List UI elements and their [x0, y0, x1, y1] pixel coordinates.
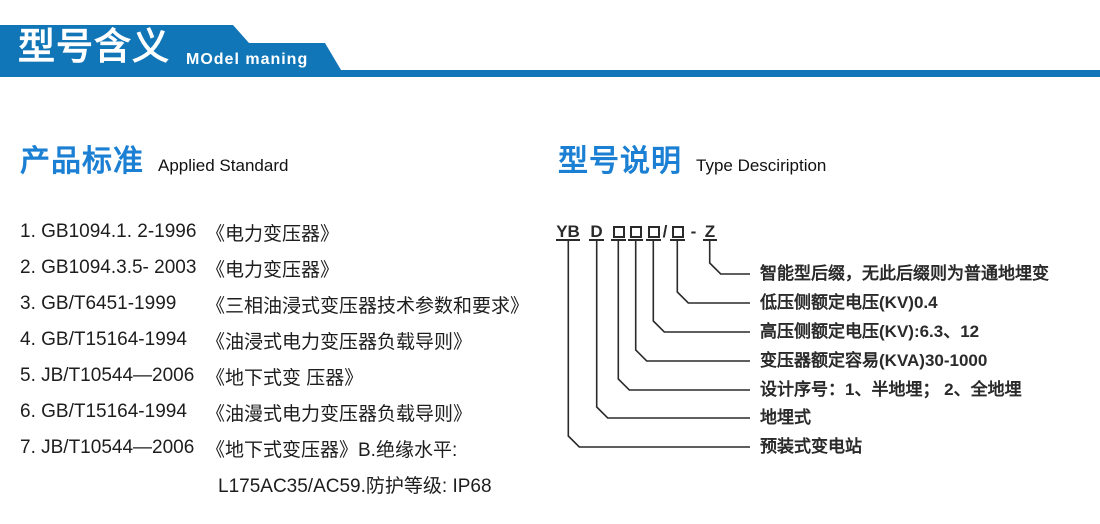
standard-title: 《地下式变压器》B.绝缘水平: — [206, 439, 458, 461]
standard-item: 1. GB1094.1. 2-1996 《电力变压器》 — [20, 214, 540, 250]
model-heading: 型号说明 Type Desciription — [558, 136, 826, 180]
code-box-icon — [647, 226, 660, 238]
standard-item-continuation: L175AC35/AC59.防护等级: IP68 — [20, 466, 540, 502]
code-d-text: D — [590, 222, 603, 241]
page-subtitle: MOdel maning — [186, 51, 309, 68]
standard-title-line2: L175AC35/AC59.防护等级: IP68 — [218, 475, 492, 497]
code-dash-text: - — [690, 222, 697, 241]
code-segment-box4 — [670, 223, 685, 241]
code-label-prefab-substation: 预装式变电站 — [760, 437, 862, 456]
code-box-icon — [671, 226, 684, 238]
standard-item: 3. GB/T6451-1999 《三相油浸式变压器技术参数和要求》 — [20, 286, 540, 322]
code-box-icon — [612, 226, 625, 238]
code-z-text: Z — [704, 222, 716, 241]
model-heading-en: Type Desciription — [696, 156, 827, 175]
standards-heading-en: Applied Standard — [158, 156, 289, 175]
code-segment-slash: / — [660, 222, 670, 241]
code-segment-box1 — [611, 223, 626, 241]
page-title: 型号含义 — [18, 26, 170, 67]
code-segment-box2 — [628, 223, 643, 241]
header-banner: 型号含义 MOdel maning — [0, 25, 1100, 77]
standard-title: 《电力变压器》 — [206, 223, 340, 245]
model-code-diagram: YB D / - Z 智能型后缀，无此后缀则为普通地埋变 低压侧额定电压(KV)… — [540, 210, 1100, 490]
standard-title: 《电力变压器》 — [206, 259, 340, 281]
standard-item: 5. JB/T10544—2006 《地下式变 压器》 — [20, 358, 540, 394]
diagram-connector-lines — [567, 241, 750, 448]
code-segment-z: Z — [703, 223, 717, 241]
standard-code: 1. GB1094.1. 2-1996 — [20, 221, 197, 242]
code-segment-yb: YB — [556, 223, 580, 241]
code-label-design-serial: 设计序号：1、半地埋； 2、全地埋 — [760, 380, 1022, 399]
code-label-capacity: 变压器额定容易(KVA)30-1000 — [760, 351, 988, 370]
code-box-icon — [629, 226, 642, 238]
standard-title: 《油浸式电力变压器负载导则》 — [206, 331, 473, 353]
code-label-hv-voltage: 高压侧额定电压(KV):6.3、12 — [760, 322, 980, 341]
code-segment-box3 — [646, 223, 661, 241]
standard-code: 4. GB/T15164-1994 — [20, 329, 187, 350]
standard-item: 4. GB/T15164-1994 《油浸式电力变压器负载导则》 — [20, 322, 540, 358]
standard-item: 2. GB1094.3.5- 2003 《电力变压器》 — [20, 250, 540, 286]
standards-heading-zh: 产品标准 — [20, 145, 144, 178]
standard-item: 6. GB/T15164-1994 《油漫式电力变压器负载导则》 — [20, 394, 540, 430]
standard-code: 3. GB/T6451-1999 — [20, 293, 177, 314]
standards-list: 1. GB1094.1. 2-1996 《电力变压器》 2. GB1094.3.… — [20, 214, 540, 502]
code-slash-text: / — [662, 222, 668, 241]
model-heading-zh: 型号说明 — [558, 145, 682, 178]
standard-code: 2. GB1094.3.5- 2003 — [20, 257, 197, 278]
standard-code: 5. JB/T10544—2006 — [20, 365, 195, 386]
standard-item: 7. JB/T10544—2006 《地下式变压器》B.绝缘水平: — [20, 430, 540, 466]
standard-title: 《地下式变 压器》 — [206, 367, 364, 389]
standards-heading: 产品标准 Applied Standard — [20, 136, 288, 180]
code-label-buried-type: 地埋式 — [760, 408, 811, 427]
code-segment-d: D — [589, 223, 604, 241]
standard-title: 《油漫式电力变压器负载导则》 — [206, 403, 473, 425]
standard-code: 7. JB/T10544—2006 — [20, 437, 195, 458]
code-segment-dash: - — [688, 222, 699, 241]
standard-title: 《三相油浸式变压器技术参数和要求》 — [206, 295, 530, 317]
standard-code: 6. GB/T15164-1994 — [20, 401, 187, 422]
code-label-lv-voltage: 低压侧额定电压(KV)0.4 — [760, 293, 938, 312]
code-label-z-suffix: 智能型后缀，无此后缀则为普通地埋变 — [760, 264, 1049, 283]
code-yb-text: YB — [556, 222, 580, 241]
